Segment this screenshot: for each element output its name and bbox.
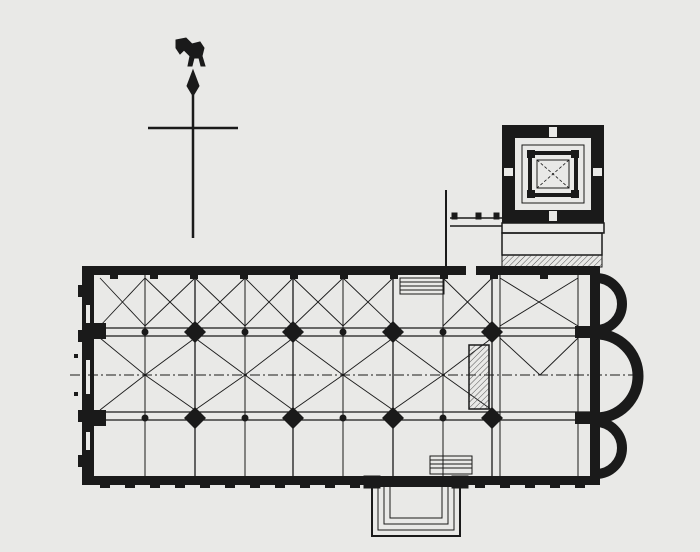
side-passage [445, 190, 502, 268]
piers [82, 321, 593, 429]
buttresses [78, 272, 585, 488]
north-arrow-icon [148, 37, 238, 238]
vault-diagonals-nave [99, 337, 579, 411]
apses [595, 273, 644, 479]
pulpit [468, 344, 490, 410]
north-side-steps [399, 277, 445, 295]
entrance-porch [363, 475, 469, 537]
bell-tower [501, 125, 605, 268]
vault-diagonals-north-aisle [99, 277, 579, 327]
margin-marks [74, 354, 78, 396]
south-side-steps [429, 455, 473, 475]
columns [141, 328, 447, 422]
